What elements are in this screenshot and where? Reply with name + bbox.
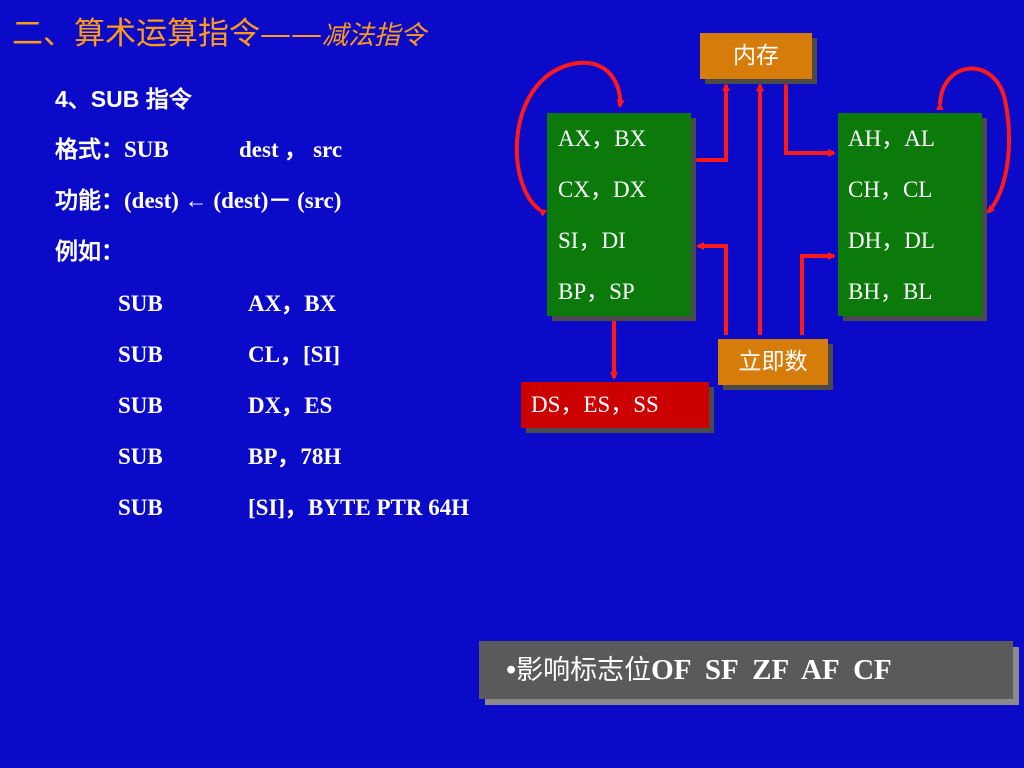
example-op: SUB xyxy=(118,444,163,469)
register-pair: AH，AL xyxy=(848,126,935,151)
loop-arrow-right xyxy=(935,66,1011,214)
arrow-immediate-reg16 xyxy=(696,242,728,335)
title-main: 二、算术运算指令 xyxy=(12,16,260,52)
register-pair: BP，SP xyxy=(558,279,635,304)
function-label: 功能： xyxy=(55,188,124,213)
example-row: SUB DX，ES xyxy=(118,386,332,420)
example-op: SUB xyxy=(118,495,163,520)
immediate-box: 立即数 xyxy=(718,339,828,385)
heading-number: 4、 xyxy=(55,86,91,112)
segment-label: DS，ES，SS xyxy=(531,392,659,417)
example-row: SUB [SI]，BYTE PTR 64H xyxy=(118,488,469,522)
memory-box: 内存 xyxy=(700,33,812,79)
format-args: dest ， src xyxy=(239,137,343,162)
example-op: SUB xyxy=(118,291,163,316)
register-pair: SI，DI xyxy=(558,228,626,253)
format-label: 格式： xyxy=(55,137,124,162)
register16-box: AX，BX CX，DX SI，DI BP，SP xyxy=(547,113,691,316)
format-op: SUB xyxy=(124,137,169,162)
segment-box: DS，ES，SS xyxy=(521,382,709,428)
function-expr: (dest) ← (dest)－ (src) xyxy=(124,188,342,213)
title-dash: —— xyxy=(260,16,322,52)
register8-box: AH，AL CH，CL DH，DL BH，BL xyxy=(838,113,982,316)
title-sub: 减法指令 xyxy=(322,21,427,51)
instruction-heading: 4、SUB 指令 xyxy=(55,80,192,114)
arrow-reg16-memory xyxy=(692,83,730,164)
heading-name: SUB 指令 xyxy=(90,86,192,112)
loop-arrow-left xyxy=(514,60,625,217)
flags-bar: •影响标志位OF SF ZF AF CF xyxy=(479,641,1013,699)
flags-list: OF SF ZF AF CF xyxy=(651,654,892,686)
flags-bullet: • xyxy=(506,654,517,686)
register-pair: CH，CL xyxy=(848,177,933,202)
example-operands: [SI]，BYTE PTR 64H xyxy=(248,495,470,520)
example-row: SUB AX，BX xyxy=(118,284,336,318)
example-row: SUB CL，[SI] xyxy=(118,335,340,369)
example-row: SUB BP，78H xyxy=(118,437,341,471)
arrow-immediate-reg8 xyxy=(800,252,836,335)
register-pair: CX，DX xyxy=(558,177,647,202)
example-label: 例如： xyxy=(55,239,124,264)
memory-label: 内存 xyxy=(733,43,779,69)
format-line: 格式：SUB dest ， src xyxy=(55,130,342,164)
example-operands: CL，[SI] xyxy=(248,342,341,367)
register-pair: DH，DL xyxy=(848,228,935,253)
register-pair: AX，BX xyxy=(558,126,647,151)
function-line: 功能：(dest) ← (dest)－ (src) xyxy=(55,181,341,215)
example-op: SUB xyxy=(118,393,163,418)
example-op: SUB xyxy=(118,342,163,367)
flags-label: 影响标志位 xyxy=(516,655,652,686)
example-operands: DX，ES xyxy=(248,393,333,418)
immediate-label: 立即数 xyxy=(738,349,808,375)
page-title: 二、算术运算指令——减法指令 xyxy=(12,8,426,53)
example-operands: BP，78H xyxy=(248,444,342,469)
register-pair: BH，BL xyxy=(848,279,933,304)
example-operands: AX，BX xyxy=(248,291,337,316)
arrow-memory-reg8 xyxy=(782,79,836,157)
